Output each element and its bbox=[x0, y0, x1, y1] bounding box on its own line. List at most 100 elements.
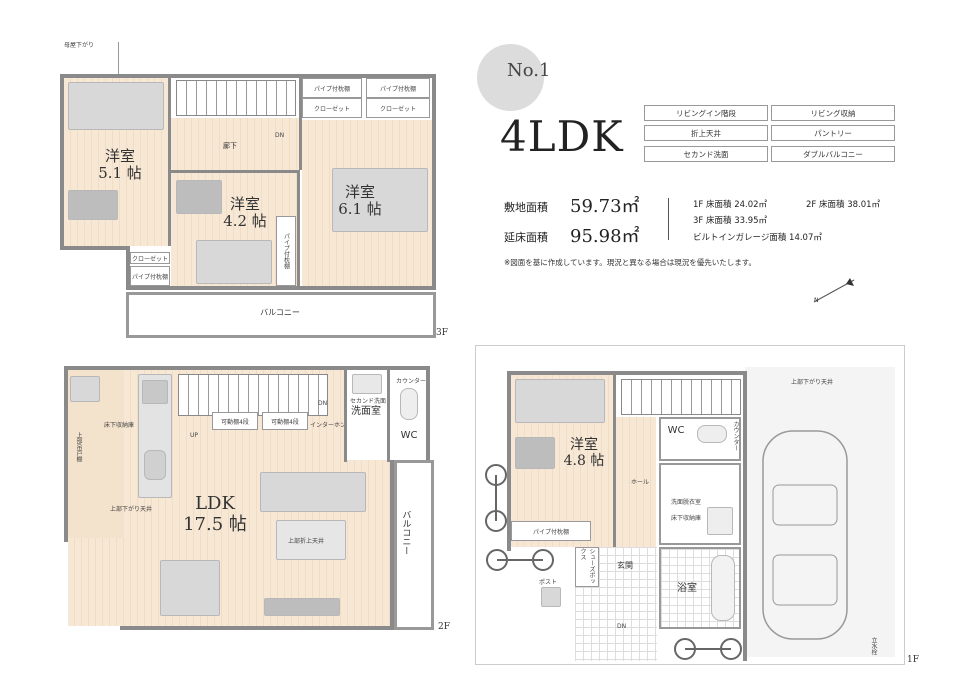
underfloor-storage: 床下収納庫 bbox=[104, 422, 135, 429]
room-size: 17.5 帖 bbox=[183, 513, 247, 535]
ceiling-recess-note: 上部折上天井 bbox=[288, 538, 325, 545]
floor2-plan: 床下収納庫 上部吊戸棚 上部下がり天井 DN UP 可動棚4段 可動棚4段 イン… bbox=[60, 360, 460, 640]
desk bbox=[176, 180, 222, 214]
feature-tag: セカンド洗面 bbox=[644, 146, 768, 162]
wall bbox=[426, 366, 430, 462]
desk bbox=[515, 437, 555, 469]
wall bbox=[120, 626, 394, 630]
sink-icon bbox=[144, 450, 166, 480]
bed bbox=[332, 168, 428, 232]
faucet-label: 立水栓 bbox=[870, 637, 877, 655]
closet: クローゼット bbox=[366, 98, 430, 118]
toilet-icon bbox=[697, 425, 727, 443]
roof-line bbox=[118, 42, 119, 74]
roof-note: 母屋下がり bbox=[64, 42, 95, 49]
second-wash-label: セカンド洗面 bbox=[350, 398, 387, 405]
wall bbox=[126, 246, 130, 290]
wall bbox=[507, 371, 511, 551]
desk bbox=[68, 190, 118, 220]
washing-machine-icon bbox=[707, 507, 733, 535]
bed bbox=[196, 240, 272, 284]
mailbox-icon bbox=[541, 587, 561, 607]
closet: クローゼット bbox=[130, 252, 170, 264]
room-name: 洋室 bbox=[229, 195, 260, 213]
fridge bbox=[70, 376, 100, 402]
room-size: 5.1 帖 bbox=[98, 164, 142, 183]
post-label: ポスト bbox=[539, 579, 558, 586]
car-icon bbox=[762, 430, 848, 640]
bed bbox=[68, 82, 164, 130]
balcony-label: バルコニー bbox=[400, 510, 411, 555]
balcony bbox=[394, 460, 434, 630]
wall bbox=[432, 74, 436, 290]
floor1-area: 1F 床面積 24.02㎡ bbox=[693, 200, 768, 210]
disclaimer-note: ※図面を基に作成しています。現況と異なる場合は現況を優先いたします。 bbox=[504, 258, 757, 267]
wash-label: 洗面脱衣室 bbox=[671, 499, 702, 506]
pipe-shelf: パイプ付枕棚 bbox=[130, 266, 170, 286]
balcony-label: バルコニー bbox=[260, 308, 300, 317]
staircase bbox=[621, 379, 741, 415]
total-floor-area-label: 延床面積 bbox=[504, 231, 548, 244]
entrance-label: 玄関 bbox=[617, 561, 633, 570]
floor3-plan: 母屋下がり 洋室 5.1 帖 廊下 DN パイプ付枕棚 クローゼット パイプ付枕… bbox=[60, 40, 460, 340]
feature-tag: ダブルバルコニー bbox=[771, 146, 895, 162]
wall bbox=[60, 74, 436, 78]
wall bbox=[387, 366, 390, 462]
staircase bbox=[176, 80, 296, 116]
wall bbox=[299, 78, 302, 170]
room-size: 6.1 帖 bbox=[338, 200, 382, 219]
wall bbox=[743, 371, 747, 661]
bicycle-icon bbox=[674, 638, 742, 660]
bathtub-icon bbox=[711, 555, 735, 621]
shelf-storage: 可動棚4段 bbox=[212, 412, 258, 430]
floor1-plan: 上部下がり天井 立水栓 洋室 4.8 帖 パイプ付枕棚 UP ホール WC カウ… bbox=[475, 345, 919, 670]
stair-down-label: DN bbox=[617, 623, 627, 630]
ceiling-drop-note: 上部下がり天井 bbox=[110, 506, 153, 513]
bath-label: 浴室 bbox=[677, 583, 697, 594]
washroom-label: 洗面室 bbox=[351, 406, 381, 417]
divider bbox=[668, 198, 669, 240]
site-area-value: 59.73㎡ bbox=[570, 196, 640, 217]
counter-label: カウンター bbox=[396, 378, 427, 385]
room-label: 洋室 6.1 帖 bbox=[320, 183, 400, 219]
hallway bbox=[171, 118, 299, 170]
shoe-box: シューズボックス bbox=[575, 547, 599, 587]
room-size: 4.8 帖 bbox=[563, 453, 605, 470]
toilet-icon bbox=[400, 388, 418, 420]
feature-tag: リビング収納 bbox=[771, 105, 895, 121]
wall bbox=[613, 375, 616, 547]
feature-tag: パントリー bbox=[771, 125, 895, 141]
hall bbox=[616, 417, 656, 547]
floor3-area: 3F 床面積 33.95㎡ bbox=[693, 216, 768, 226]
wall bbox=[64, 366, 68, 542]
room-name: LDK bbox=[195, 493, 235, 514]
wc-label: WC bbox=[400, 430, 418, 441]
site-area-label: 敷地面積 bbox=[504, 201, 548, 214]
entrance bbox=[575, 547, 657, 661]
wall bbox=[126, 286, 436, 290]
garage-area: ビルトインガレージ面積 14.07㎡ bbox=[693, 233, 822, 243]
pipe-shelf: パイプ付枕棚 bbox=[276, 216, 296, 286]
hall-label: 廊下 bbox=[223, 142, 237, 150]
room-name: 洋室 bbox=[104, 147, 135, 165]
closet: クローゼット bbox=[302, 98, 362, 118]
pipe-shelf: パイプ付枕棚 bbox=[302, 78, 362, 98]
wall bbox=[168, 78, 171, 246]
wall bbox=[507, 371, 747, 375]
room-label: LDK 17.5 帖 bbox=[170, 493, 260, 535]
room-label: 洋室 5.1 帖 bbox=[90, 147, 150, 183]
upper-cabinet: 上部吊戸棚 bbox=[75, 432, 82, 462]
feature-tag: リビングイン階段 bbox=[644, 105, 768, 121]
wc-label: WC bbox=[667, 425, 685, 436]
tv-board bbox=[264, 598, 340, 616]
underfloor-storage: 床下収納庫 bbox=[671, 515, 702, 522]
balcony bbox=[126, 292, 436, 338]
feature-tag: 折上天井 bbox=[644, 125, 768, 141]
wall bbox=[60, 246, 130, 250]
stove-icon bbox=[142, 380, 168, 404]
stair-up-label: UP bbox=[190, 432, 199, 439]
pipe-shelf: パイプ付枕棚 bbox=[366, 78, 430, 98]
plan-number-badge bbox=[477, 44, 544, 111]
garage bbox=[745, 367, 895, 657]
floor-tag: 3F bbox=[436, 328, 448, 338]
